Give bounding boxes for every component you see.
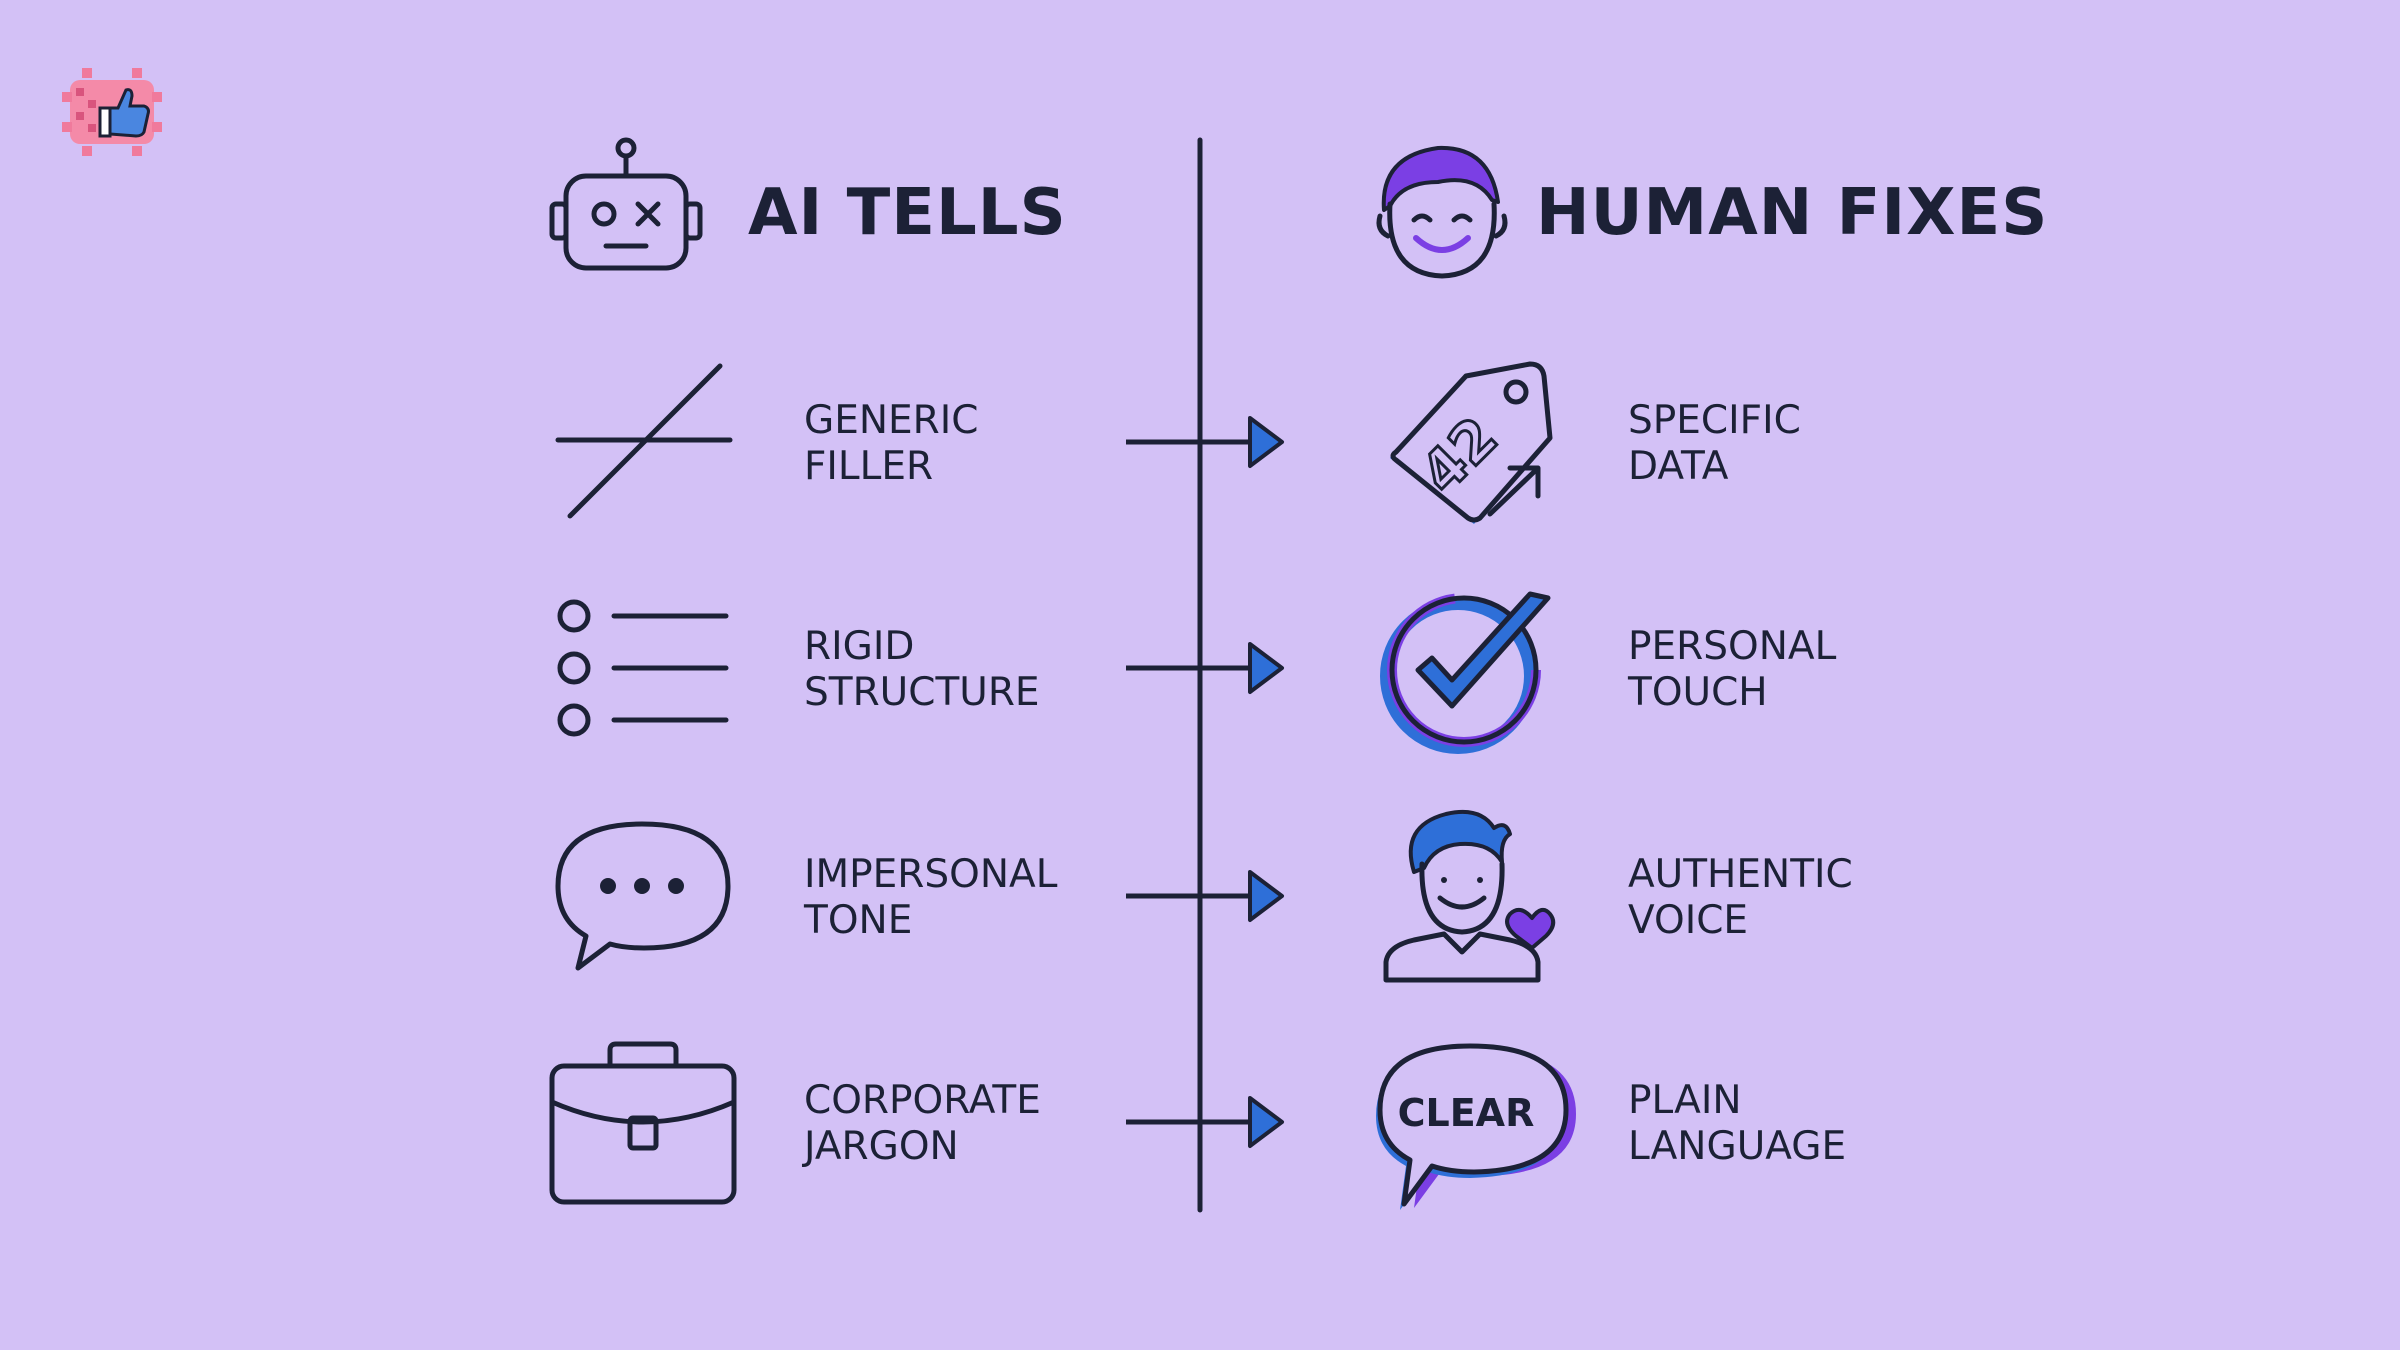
checkmark-icon [1380, 588, 1556, 754]
price-tag-icon: 42 [1380, 356, 1556, 528]
logo [52, 52, 172, 172]
bullet-list-icon [552, 594, 732, 744]
clear-bubble-icon: CLEAR [1370, 1038, 1576, 1214]
arrow-row-1 [1126, 416, 1284, 468]
robot-icon [548, 136, 708, 276]
speech-bubble-icon [552, 818, 734, 974]
left-heading: AI TELLS [748, 176, 1067, 250]
smiling-face-icon [1372, 138, 1512, 282]
divider-with-arrows [1100, 136, 1300, 1216]
briefcase-icon [548, 1040, 738, 1208]
right-heading: HUMAN FIXES [1536, 176, 2049, 250]
person-heart-icon [1380, 806, 1560, 986]
svg-text:CLEAR: CLEAR [1398, 1091, 1535, 1135]
strike-icon [552, 360, 733, 520]
